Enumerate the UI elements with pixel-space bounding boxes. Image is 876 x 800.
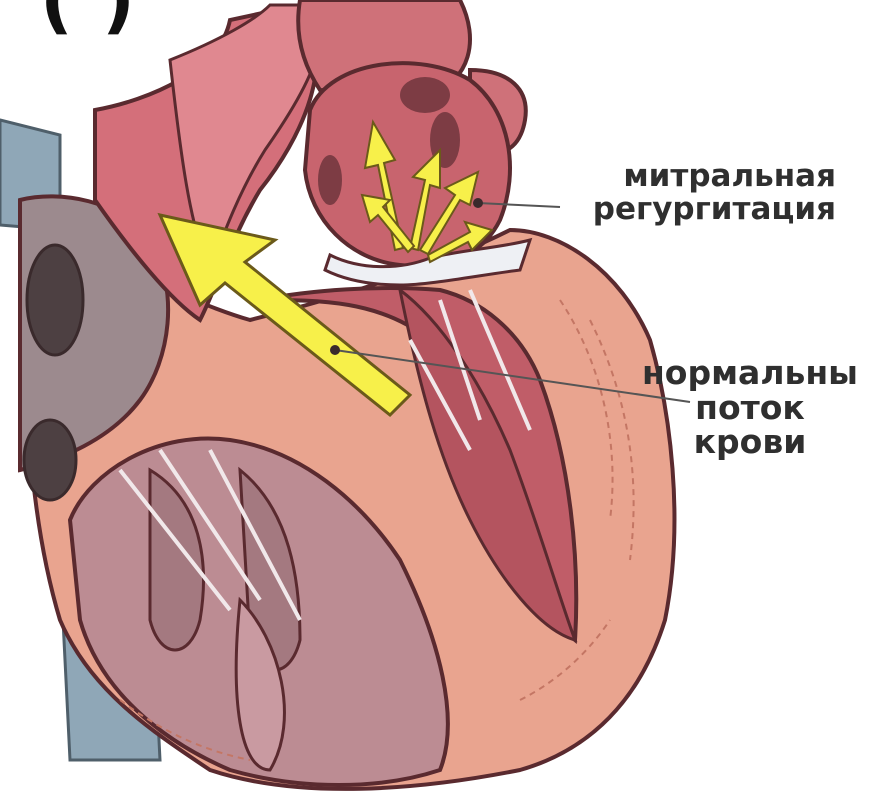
pulmonary-vein-opening-1 <box>400 77 450 113</box>
mitral-label-line-1: митральная <box>593 160 836 193</box>
normal-label-line-3: крови <box>642 425 858 460</box>
normal-flow-label: нормальны поток крови <box>642 356 858 460</box>
normal-label-line-2: поток <box>642 391 858 426</box>
mitral-label-line-2: регургитация <box>593 193 836 226</box>
normal-label-line-1: нормальны <box>642 356 858 391</box>
atrial-opening <box>27 245 83 355</box>
coronary-sinus <box>24 420 76 500</box>
normal-flow-leader-dot <box>330 345 340 355</box>
mitral-regurgitation-label: митральная регургитация <box>593 160 836 225</box>
mitral-leader-dot <box>473 198 483 208</box>
pulmonary-vein-opening-3 <box>318 155 342 205</box>
